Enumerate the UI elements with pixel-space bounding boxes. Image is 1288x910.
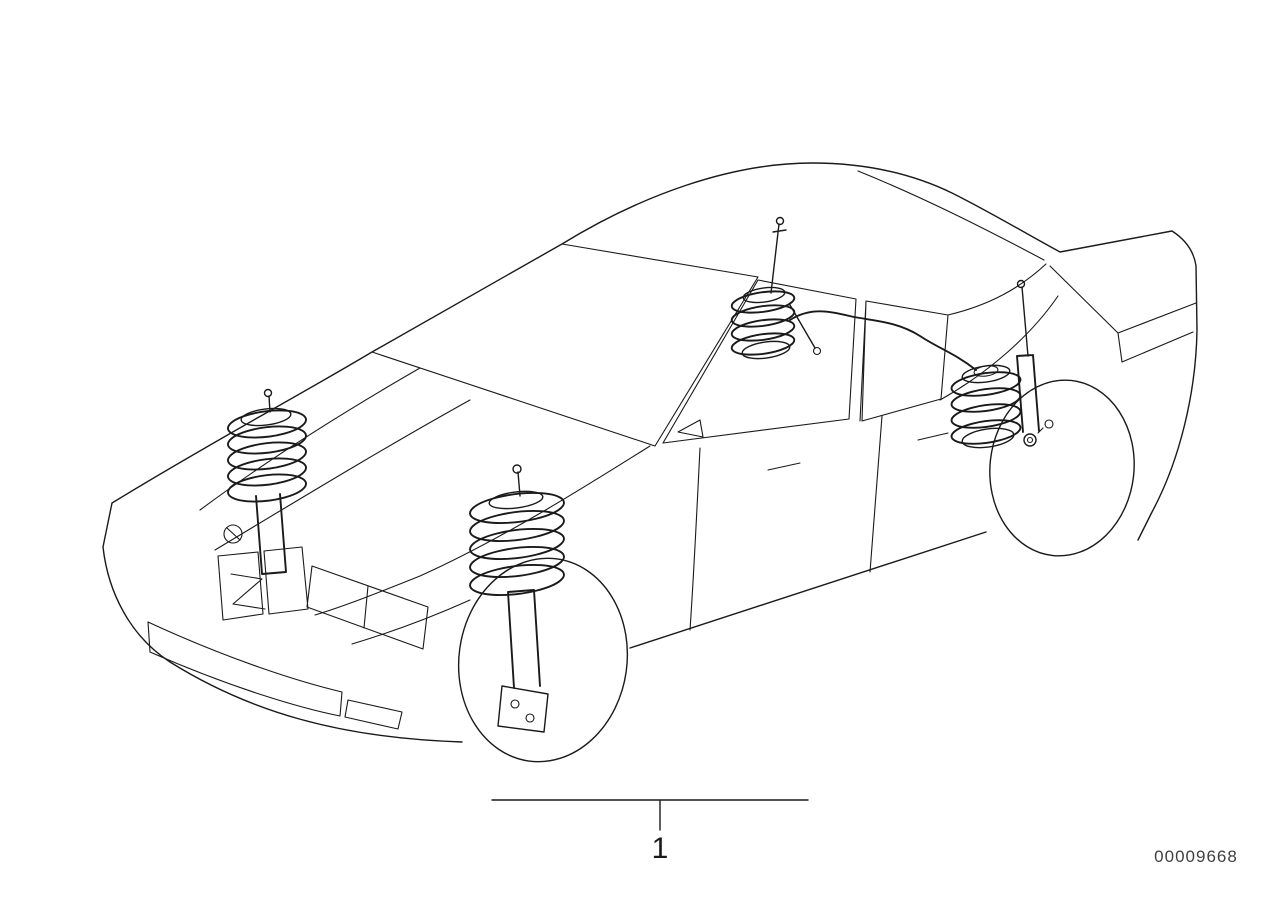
headlight — [306, 565, 429, 650]
spring-top-seat — [488, 490, 544, 510]
rear-right-shock — [950, 279, 1054, 449]
side-windows — [662, 170, 1047, 444]
front-wheel-arch — [457, 557, 629, 763]
side-mirror — [677, 419, 704, 438]
rod-nut — [263, 388, 273, 398]
spring-top-seat — [240, 407, 292, 427]
knuckle-bracket — [497, 685, 549, 733]
rod-nut — [775, 216, 785, 226]
drop-link — [789, 304, 816, 349]
front-left-strut — [469, 464, 565, 733]
strut-tube — [255, 493, 287, 575]
callout-bracket — [491, 799, 809, 831]
piston-rod — [770, 223, 787, 294]
rear-left-shock — [730, 216, 822, 360]
damper-tube — [1016, 354, 1040, 433]
rod-nut — [1016, 279, 1026, 289]
strut-tube — [507, 589, 541, 689]
coil-spring — [227, 409, 307, 503]
greenhouse — [371, 170, 1047, 447]
piston-rod — [517, 471, 521, 497]
rear-body-lines — [939, 265, 1197, 401]
kidney-grille — [217, 546, 309, 621]
bracket-bolt — [525, 713, 535, 723]
front-fascia — [147, 524, 429, 730]
spring-bottom-seat — [961, 427, 1015, 449]
bmw-roundel — [223, 524, 243, 544]
rod-nut — [512, 464, 522, 474]
part-number: 00009668 — [1154, 847, 1238, 866]
roundel-divider — [226, 527, 241, 541]
damper-bottom-eye — [1023, 433, 1037, 447]
fog-light — [344, 699, 403, 730]
car-body — [102, 162, 1198, 743]
front-right-strut — [227, 388, 307, 575]
coil-spring — [730, 290, 796, 356]
windshield — [371, 243, 759, 447]
link-eye — [812, 346, 822, 356]
spring-top-dome-inner — [973, 365, 999, 377]
stabilizer-bar — [789, 310, 977, 371]
hood-lines — [199, 367, 651, 645]
spring-bottom-seat — [741, 340, 791, 360]
damper-bottom-eye-inner — [1026, 436, 1034, 444]
coil-spring — [950, 371, 1022, 445]
piston-rod — [268, 395, 271, 413]
rear-wheel-arch — [989, 379, 1135, 557]
callout-label[interactable]: 1 — [652, 832, 669, 865]
body-silhouette — [102, 162, 1198, 743]
front-bumper — [147, 621, 343, 717]
mount-nut — [1044, 419, 1054, 429]
callout-line — [491, 799, 809, 831]
bracket-bolt — [510, 699, 520, 709]
door-lines — [689, 415, 949, 631]
coil-spring — [469, 492, 565, 596]
spring-top-seat — [742, 286, 786, 304]
damper-rod — [1021, 286, 1029, 357]
mount-nut-stud — [1037, 427, 1044, 434]
